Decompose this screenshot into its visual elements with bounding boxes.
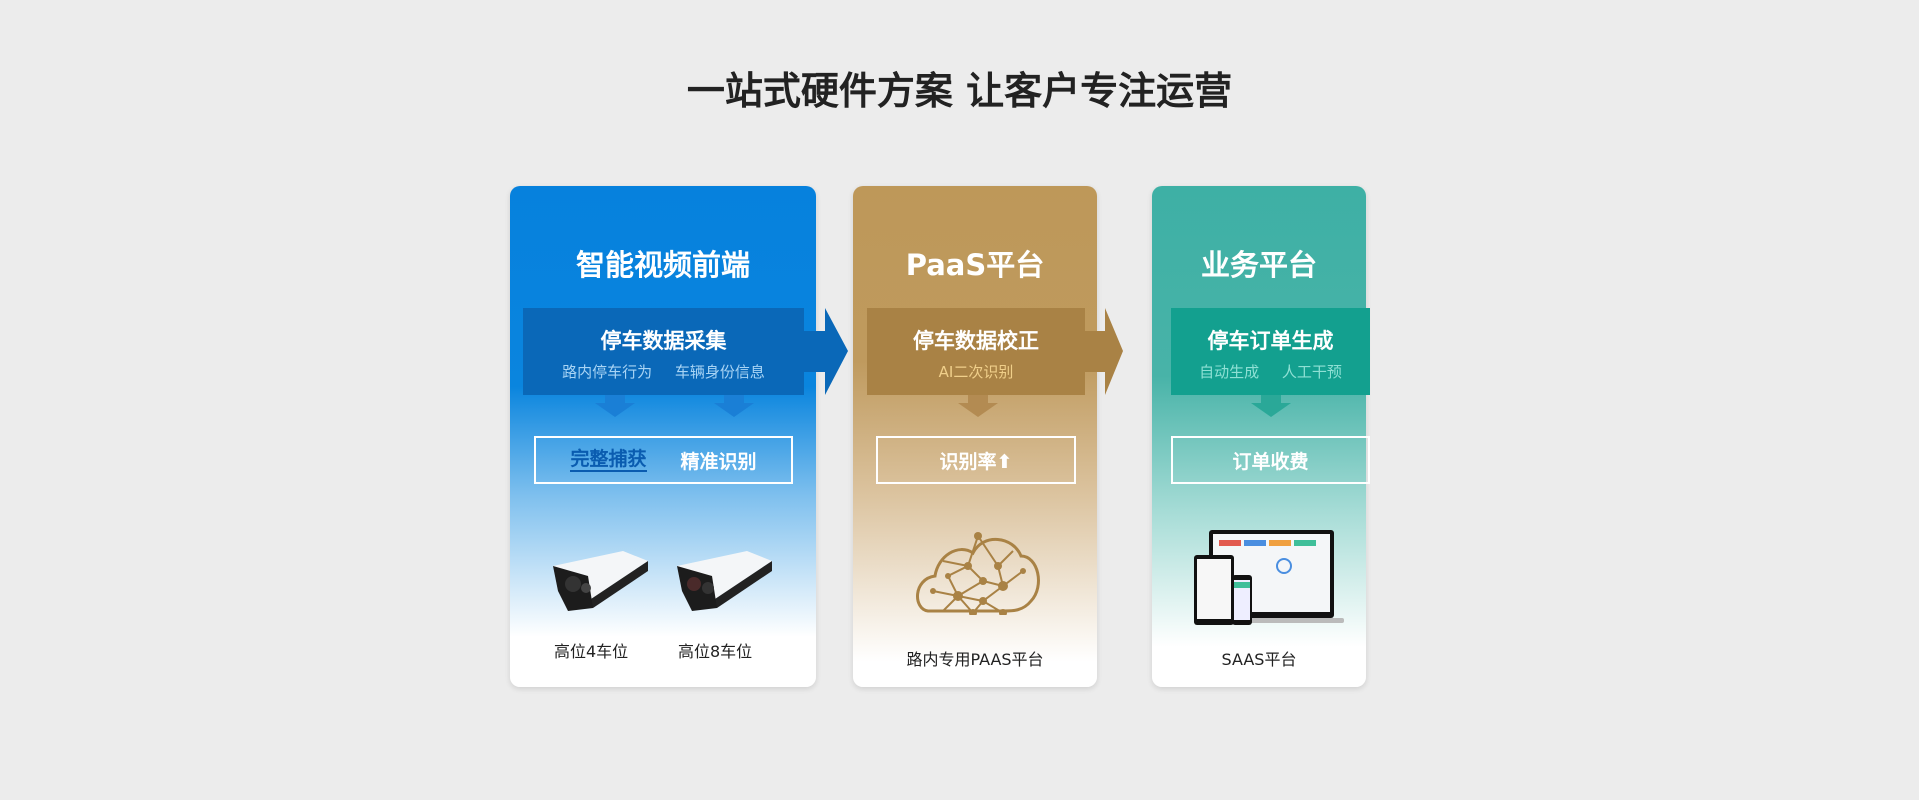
feature-box: 识别率⬆ <box>876 436 1076 484</box>
feature-box: 完整捕获 精准识别 <box>534 436 793 484</box>
product-label: 路内专用PAAS平台 <box>906 650 1044 669</box>
down-arrow-icon <box>714 395 754 417</box>
band-sub: 人工干预 <box>1281 363 1342 381</box>
band-title: 停车数据采集 <box>600 329 727 353</box>
right-arrow-icon <box>804 308 848 395</box>
down-arrow-icon <box>958 395 998 417</box>
order-generation-band: 停车订单生成 自动生成 人工干预 <box>1171 308 1370 395</box>
card-title: 业务平台 <box>1200 248 1317 282</box>
product-label: 高位8车位 <box>678 642 753 661</box>
page-title: 一站式硬件方案 让客户专注运营 <box>686 69 1233 113</box>
card-paas-platform: PaaS平台 停车数据校正 AI二次识别 识别率⬆ 路内专用PAAS平台 <box>853 186 1123 687</box>
band-sub: AI二次识别 <box>938 363 1014 381</box>
saas-devices-image <box>1194 530 1344 625</box>
cloud-network-icon <box>916 532 1040 615</box>
data-collection-band: 停车数据采集 路内停车行为 车辆身份信息 <box>523 308 804 395</box>
card-title: 智能视频前端 <box>575 248 750 282</box>
product-label: 高位4车位 <box>554 642 629 661</box>
card-video-frontend: 智能视频前端 停车数据采集 路内停车行为 车辆身份信息 完整捕获 精准识别 高位… <box>510 186 848 687</box>
band-sub: 路内停车行为 <box>562 363 653 381</box>
camera-image <box>553 551 648 611</box>
feature-box: 订单收费 <box>1171 436 1370 484</box>
card-business-platform: 业务平台 停车订单生成 自动生成 人工干预 订单收费 SAAS平台 <box>1152 186 1370 687</box>
recognition-rate: 识别率 <box>939 450 997 473</box>
band-sub: 自动生成 <box>1199 363 1260 381</box>
up-arrow-icon: ⬆ <box>996 450 1013 473</box>
band-title: 停车数据校正 <box>913 329 1039 353</box>
band-sub: 车辆身份信息 <box>674 363 765 381</box>
product-label: SAAS平台 <box>1221 650 1297 669</box>
right-arrow-icon <box>1085 308 1123 395</box>
data-correction-band: 停车数据校正 AI二次识别 <box>867 308 1085 395</box>
camera-image <box>677 551 772 611</box>
band-title: 停车订单生成 <box>1207 329 1334 353</box>
feature-accurate-recognition: 精准识别 <box>680 450 757 473</box>
card-title: PaaS平台 <box>905 248 1045 282</box>
order-charging: 订单收费 <box>1232 450 1309 473</box>
feature-complete-capture: 完整捕获 <box>570 448 647 472</box>
down-arrow-icon <box>1251 395 1291 417</box>
down-arrow-icon <box>595 395 635 417</box>
